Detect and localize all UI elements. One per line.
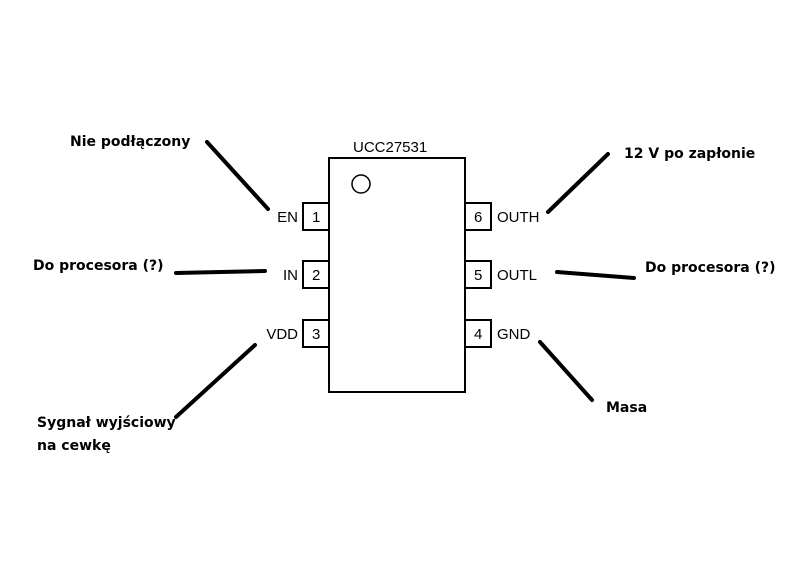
leader-line-outh [546, 152, 610, 214]
pin-number-4: 4 [474, 326, 482, 343]
annotation-en: Nie podłączony [70, 134, 190, 150]
pin-name-gnd: GND [497, 326, 531, 343]
annotation-vdd-line2: na cewkę [37, 438, 111, 454]
chip-body [328, 157, 466, 393]
annotation-outl: Do procesora (?) [645, 260, 776, 276]
pin-number-6: 6 [474, 209, 482, 226]
leader-line-in [174, 269, 267, 275]
pin-box-3 [302, 319, 330, 348]
annotation-outh: 12 V po zapłonie [624, 146, 755, 162]
chip-part-number: UCC27531 [353, 139, 427, 156]
leader-line-gnd [538, 340, 594, 402]
leader-line-outl [555, 270, 636, 280]
pin-name-outl: OUTL [497, 267, 537, 284]
pin-box-5 [464, 260, 492, 289]
pin-box-1 [302, 202, 330, 231]
pin-box-2 [302, 260, 330, 289]
annotation-gnd: Masa [606, 400, 647, 416]
pin-box-6 [464, 202, 492, 231]
pin-name-vdd: VDD [266, 326, 298, 343]
annotation-vdd-line1: Sygnał wyjściowy [37, 415, 176, 431]
pin-box-4 [464, 319, 492, 348]
pin-number-1: 1 [312, 209, 320, 226]
pin-name-in: IN [283, 267, 298, 284]
pin-name-outh: OUTH [497, 209, 540, 226]
annotation-in: Do procesora (?) [33, 258, 164, 274]
pin-number-5: 5 [474, 267, 482, 284]
pin-name-en: EN [277, 209, 298, 226]
pin-number-3: 3 [312, 326, 320, 343]
pin1-marker-dot [351, 174, 371, 194]
pin-number-2: 2 [312, 267, 320, 284]
leader-line-en [205, 140, 270, 211]
leader-line-vdd [174, 343, 257, 419]
